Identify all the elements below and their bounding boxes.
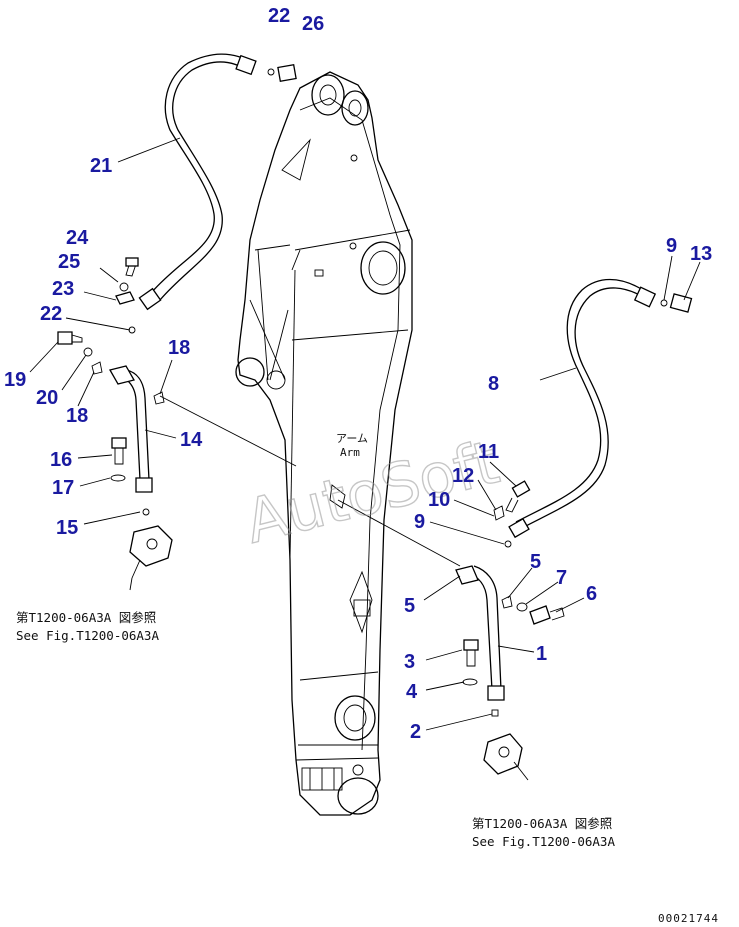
callout-13: 13	[690, 243, 712, 265]
arm-label-en: Arm	[340, 446, 360, 459]
callout-22-top: 22	[268, 5, 290, 27]
callout-6: 6	[586, 583, 597, 605]
callout-numbers: 22 26 21 24 25 23 22 19 20 18 18 14 16 1…	[4, 5, 712, 743]
callout-4: 4	[406, 681, 418, 703]
callout-12: 12	[452, 465, 474, 487]
callout-21: 21	[90, 155, 112, 177]
callout-2: 2	[410, 721, 421, 743]
arm-label-jp: アーム	[336, 432, 368, 445]
note-left-en: See Fig.T1200-06A3A	[16, 628, 159, 643]
callout-9-mid: 9	[414, 511, 425, 533]
callout-17: 17	[52, 477, 74, 499]
callout-22-left: 22	[40, 303, 62, 325]
hose-8	[508, 278, 693, 539]
callout-15: 15	[56, 517, 78, 539]
callout-14: 14	[180, 429, 203, 451]
callout-1: 1	[536, 643, 547, 665]
callout-9-top: 9	[666, 235, 677, 257]
callout-24: 24	[66, 227, 89, 249]
callout-20: 20	[36, 387, 58, 409]
callout-5-left: 5	[404, 595, 415, 617]
watermark: AutoSoft	[239, 427, 506, 557]
arm-body	[235, 71, 413, 816]
callout-8: 8	[488, 373, 499, 395]
callout-26: 26	[302, 13, 324, 35]
hose-21	[138, 53, 297, 311]
callout-18-upper: 18	[168, 337, 190, 359]
note-right-en: See Fig.T1200-06A3A	[472, 834, 615, 849]
right-pipe-assembly	[455, 480, 565, 781]
note-left-jp: 第T1200-06A3A 図参照	[16, 610, 156, 625]
callout-23: 23	[52, 278, 74, 300]
callout-19: 19	[4, 369, 26, 391]
callout-11: 11	[478, 441, 499, 463]
callout-16: 16	[50, 449, 72, 471]
callout-25: 25	[58, 251, 80, 273]
figure-number: 00021744	[658, 912, 719, 925]
callout-18-lower: 18	[66, 405, 88, 427]
note-right-jp: 第T1200-06A3A 図参照	[472, 816, 612, 831]
callout-3: 3	[404, 651, 415, 673]
left-pipe-assembly	[57, 257, 173, 591]
leader-lines	[29, 137, 701, 731]
callout-5-right: 5	[530, 551, 541, 573]
callout-10: 10	[428, 489, 450, 511]
callout-7: 7	[556, 567, 567, 589]
